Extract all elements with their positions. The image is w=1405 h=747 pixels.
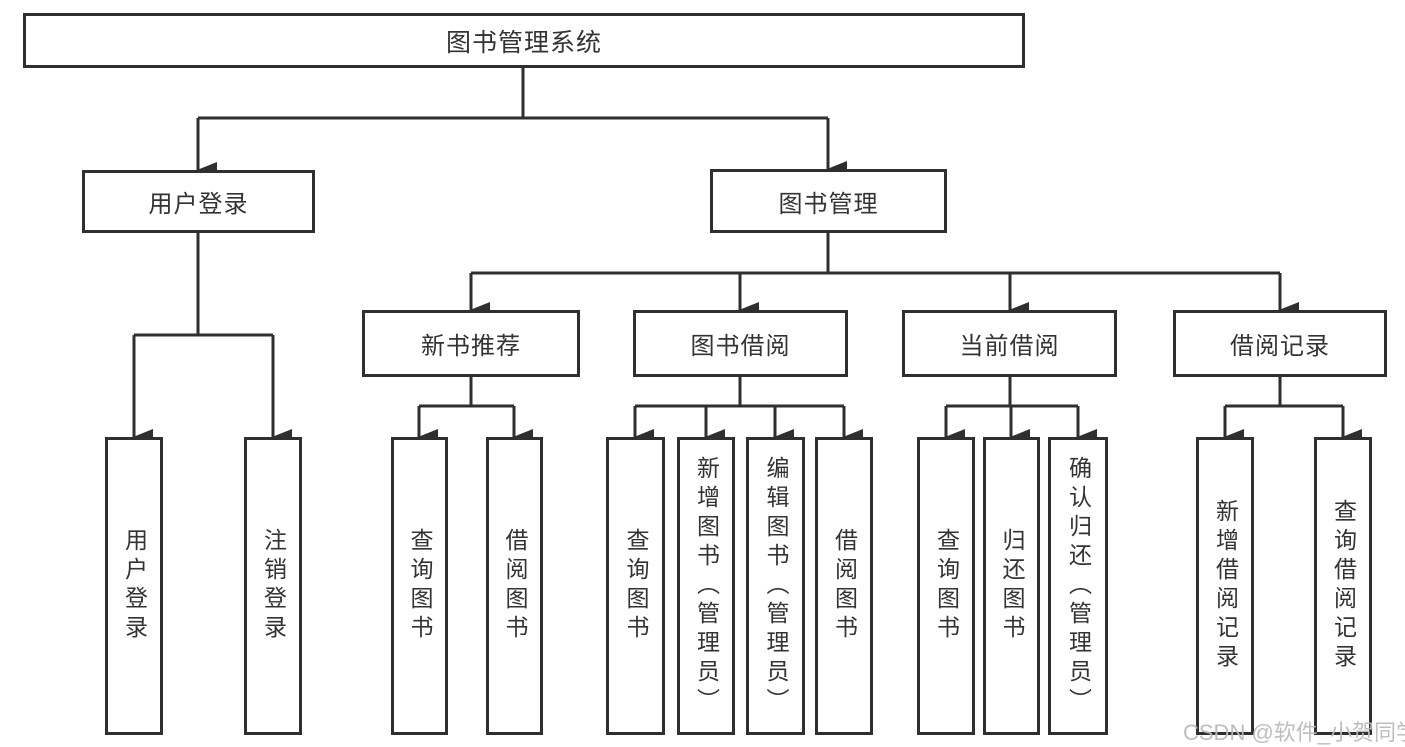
leaf-newbook-borrow-books: 借阅图书 [486,437,543,735]
node-borrow-records: 借阅记录 [1173,310,1387,377]
leaf-newbook-query-books: 查询图书 [391,437,448,735]
node-book-borrow: 图书借阅 [633,310,848,377]
leaf-user-login: 用户登录 [105,437,163,735]
leaf-current-query-books: 查询图书 [917,437,975,735]
leaf-borrow-query-books: 查询图书 [606,437,665,735]
node-new-book-recommend: 新书推荐 [362,310,580,377]
node-book-management-module: 图书管理 [710,169,947,233]
leaf-borrow-add-books-admin: 新增图书（管理员） [677,437,735,735]
leaf-borrow-borrow-books: 借阅图书 [815,437,873,735]
node-library-management-system: 图书管理系统 [23,13,1025,68]
leaf-current-return-books: 归还图书 [983,437,1040,735]
node-user-login-module: 用户登录 [82,170,315,233]
csdn-watermark: CSDN @软件_小贺同学 [1183,720,1405,745]
node-current-borrow: 当前借阅 [902,310,1117,377]
leaf-records-query-borrow-record: 查询借阅记录 [1314,437,1372,735]
leaf-logout: 注销登录 [244,437,302,735]
leaf-current-confirm-return-admin: 确认归还（管理员） [1048,437,1108,735]
leaf-records-add-borrow-record: 新增借阅记录 [1196,437,1254,735]
leaf-borrow-edit-books-admin: 编辑图书（管理员） [746,437,805,735]
